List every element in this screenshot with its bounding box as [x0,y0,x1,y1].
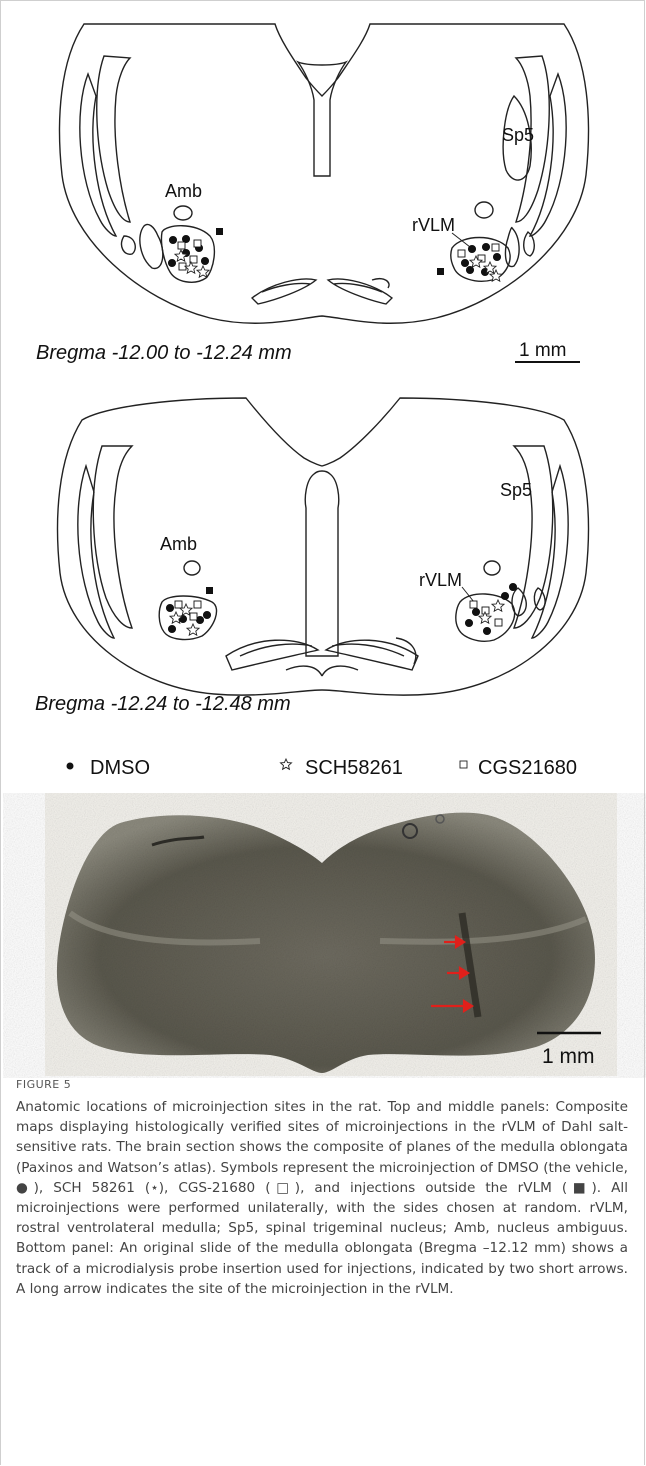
legend-cgs: CGS21680 [478,757,577,779]
top-rvlm-label: rVLM [412,215,455,235]
top-brain-map: Sp5 Amb rVLM Bregma -12.00 to -12.24 mm … [0,0,646,380]
sch-legend-symbol [281,759,292,769]
photo-scale-label: 1 mm [542,1045,595,1068]
top-sp5-label: Sp5 [502,125,534,145]
top-right-markers [458,243,501,275]
middle-right-markers [465,583,516,634]
middle-amb-label: Amb [160,534,197,554]
middle-sp5-label: Sp5 [500,480,532,500]
outside-marker [437,268,444,275]
top-central-canal [298,62,346,176]
middle-brain-map: Sp5 Amb rVLM Bregma -12.24 to -12.48 mm [0,388,646,728]
top-outline [60,24,589,323]
legend-dmso: DMSO [90,757,150,779]
caption-text: Anatomic locations of microinjection sit… [16,1097,628,1299]
legend: DMSO SCH58261 CGS21680 [0,750,646,790]
figure-label: FIGURE 5 [16,1077,628,1093]
outside-marker [206,587,213,594]
medulla-slide-photo: 1 mm [0,793,646,1078]
middle-rvlm-label: rVLM [419,570,462,590]
top-left-markers [168,235,208,270]
legend-sch: SCH58261 [305,757,403,779]
middle-central-canal [305,471,338,656]
top-bregma-label: Bregma -12.00 to -12.24 mm [36,342,292,364]
figure-caption: FIGURE 5 Anatomic locations of microinje… [16,1077,628,1299]
top-amb-label: Amb [165,181,202,201]
dmso-legend-symbol [67,763,74,770]
top-scale-label: 1 mm [519,340,567,361]
cgs-legend-symbol [460,761,467,768]
middle-outline [58,398,589,695]
middle-bregma-label: Bregma -12.24 to -12.48 mm [35,693,291,715]
outside-marker [216,228,223,235]
